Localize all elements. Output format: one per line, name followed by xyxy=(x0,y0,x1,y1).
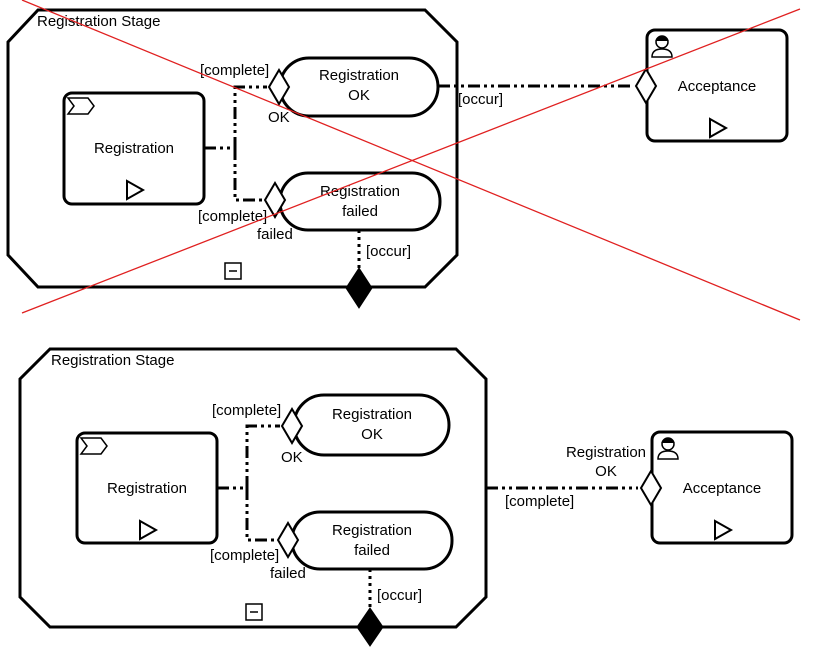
task-label: Registration xyxy=(94,140,174,157)
milestone-label-line2: failed xyxy=(354,542,390,559)
play-triangle-icon[interactable] xyxy=(709,117,729,139)
minus-square-icon[interactable] xyxy=(224,262,242,280)
task-acceptance-bottom[interactable]: Acceptance xyxy=(650,430,794,545)
milestone-label-line1: Registration xyxy=(320,183,400,200)
milestone-label-line1: Registration xyxy=(319,67,399,84)
diamond-icon[interactable] xyxy=(263,181,287,219)
chevron-marker-icon xyxy=(66,97,95,115)
milestone-label-line1: Registration xyxy=(332,406,412,423)
filled-diamond-icon[interactable] xyxy=(345,267,373,309)
task-registration-bottom[interactable]: Registration xyxy=(75,431,219,545)
task-acceptance-top[interactable]: Acceptance xyxy=(645,28,789,143)
diamond-icon[interactable] xyxy=(280,407,304,445)
task-label: Acceptance xyxy=(683,480,761,497)
connector-bottom-ok xyxy=(217,424,280,490)
play-triangle-icon[interactable] xyxy=(714,519,734,541)
label-occur: [occur] xyxy=(377,587,422,604)
label-complete: [complete] xyxy=(212,402,281,419)
milestone-label-line1: Registration xyxy=(332,522,412,539)
stage-title: Registration Stage xyxy=(51,352,174,369)
label-complete-right: [complete] xyxy=(505,493,574,510)
label-complete: [complete] xyxy=(210,547,279,564)
connector-top-failed xyxy=(233,148,263,202)
connector-bottom-failed xyxy=(245,488,276,542)
task-label: Registration xyxy=(107,480,187,497)
play-triangle-icon[interactable] xyxy=(139,519,159,541)
label-ok: OK xyxy=(595,463,617,480)
label-complete: [complete] xyxy=(200,62,269,79)
stage-title: Registration Stage xyxy=(37,13,160,30)
label-ok: OK xyxy=(268,109,290,126)
label-failed: failed xyxy=(270,565,306,582)
task-label: Acceptance xyxy=(678,78,756,95)
chevron-marker-icon xyxy=(79,437,108,455)
label-failed: failed xyxy=(257,226,293,243)
label-ok: OK xyxy=(281,449,303,466)
milestone-label-line2: OK xyxy=(348,87,370,104)
milestone-label-line2: OK xyxy=(361,426,383,443)
top-diagram: Registration Stage Registration Regist xyxy=(6,0,801,321)
human-performer-icon xyxy=(651,35,673,58)
bottom-diagram: Registration Stage Registration Regist xyxy=(18,347,794,647)
connector-top-ok xyxy=(204,85,267,150)
filled-diamond-icon[interactable] xyxy=(356,607,384,647)
label-occur: [occur] xyxy=(366,243,411,260)
task-registration-top[interactable]: Registration xyxy=(62,91,206,206)
diamond-icon[interactable] xyxy=(639,469,663,507)
milestone-registration-ok-bottom[interactable]: Registration OK xyxy=(292,393,451,457)
play-triangle-icon[interactable] xyxy=(126,179,146,201)
human-performer-icon xyxy=(657,437,679,460)
milestone-registration-failed-top[interactable]: Registration failed xyxy=(278,171,442,232)
cross-out-mark xyxy=(21,0,801,321)
minus-square-icon[interactable] xyxy=(245,603,263,621)
diamond-icon[interactable] xyxy=(276,521,300,559)
milestone-label-line2: failed xyxy=(342,203,378,220)
label-occur: [occur] xyxy=(458,91,503,108)
milestone-registration-failed-bottom[interactable]: Registration failed xyxy=(290,510,454,571)
diamond-icon[interactable] xyxy=(267,68,291,106)
label-complete: [complete] xyxy=(198,208,267,225)
milestone-registration-ok-top[interactable]: Registration OK xyxy=(278,56,440,118)
label-registration: Registration xyxy=(566,444,646,461)
diamond-icon[interactable] xyxy=(634,67,658,105)
